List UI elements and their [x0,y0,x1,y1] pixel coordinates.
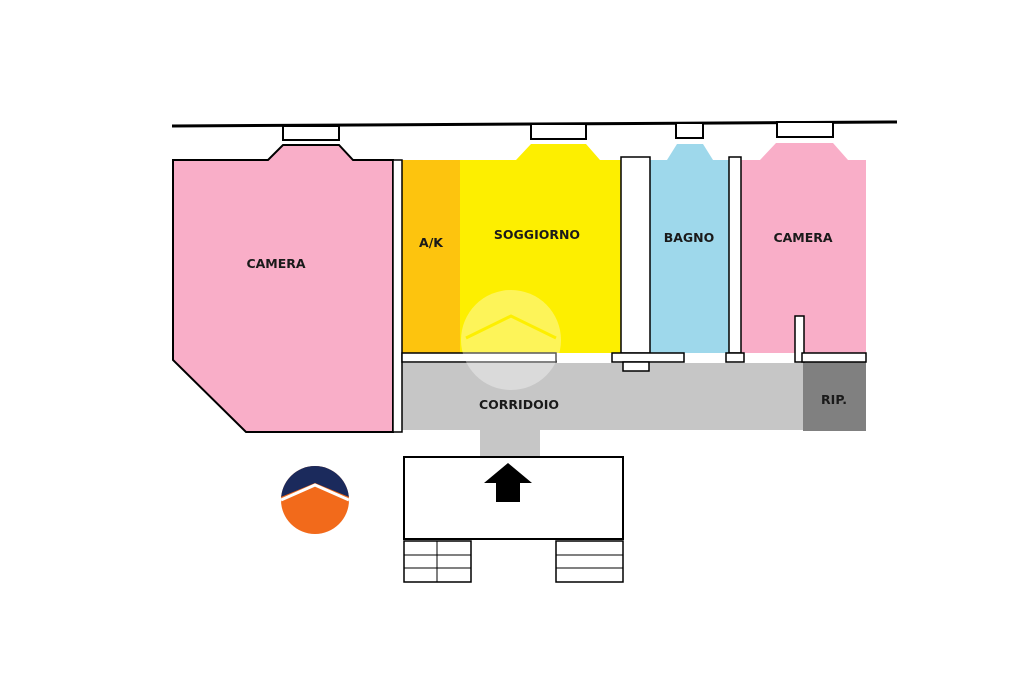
room-bagno [650,144,729,353]
label-camera-right: CAMERA [773,230,832,245]
label-bagno: BAGNO [664,230,715,245]
interior-walls [392,156,867,433]
stair-treads [404,541,623,582]
label-soggiorno: SOGGIORNO [494,227,580,242]
arrow-up-icon [484,463,532,502]
room-ak [402,160,462,353]
room-camera-left [172,144,394,433]
house-roof-watermark-icon [461,290,561,390]
label-camera-left: CAMERA [246,256,305,271]
walls [171,120,898,141]
label-ak: A/K [419,235,444,250]
label-corridoio: CORRIDOIO [479,397,559,412]
label-ripostiglio: RIP. [821,392,847,407]
room-soggiorno [460,144,621,353]
room-ripostiglio [803,362,866,431]
room-corridoio [393,363,803,457]
house-roof-logo-icon [281,466,349,534]
room-camera-right [741,143,866,353]
